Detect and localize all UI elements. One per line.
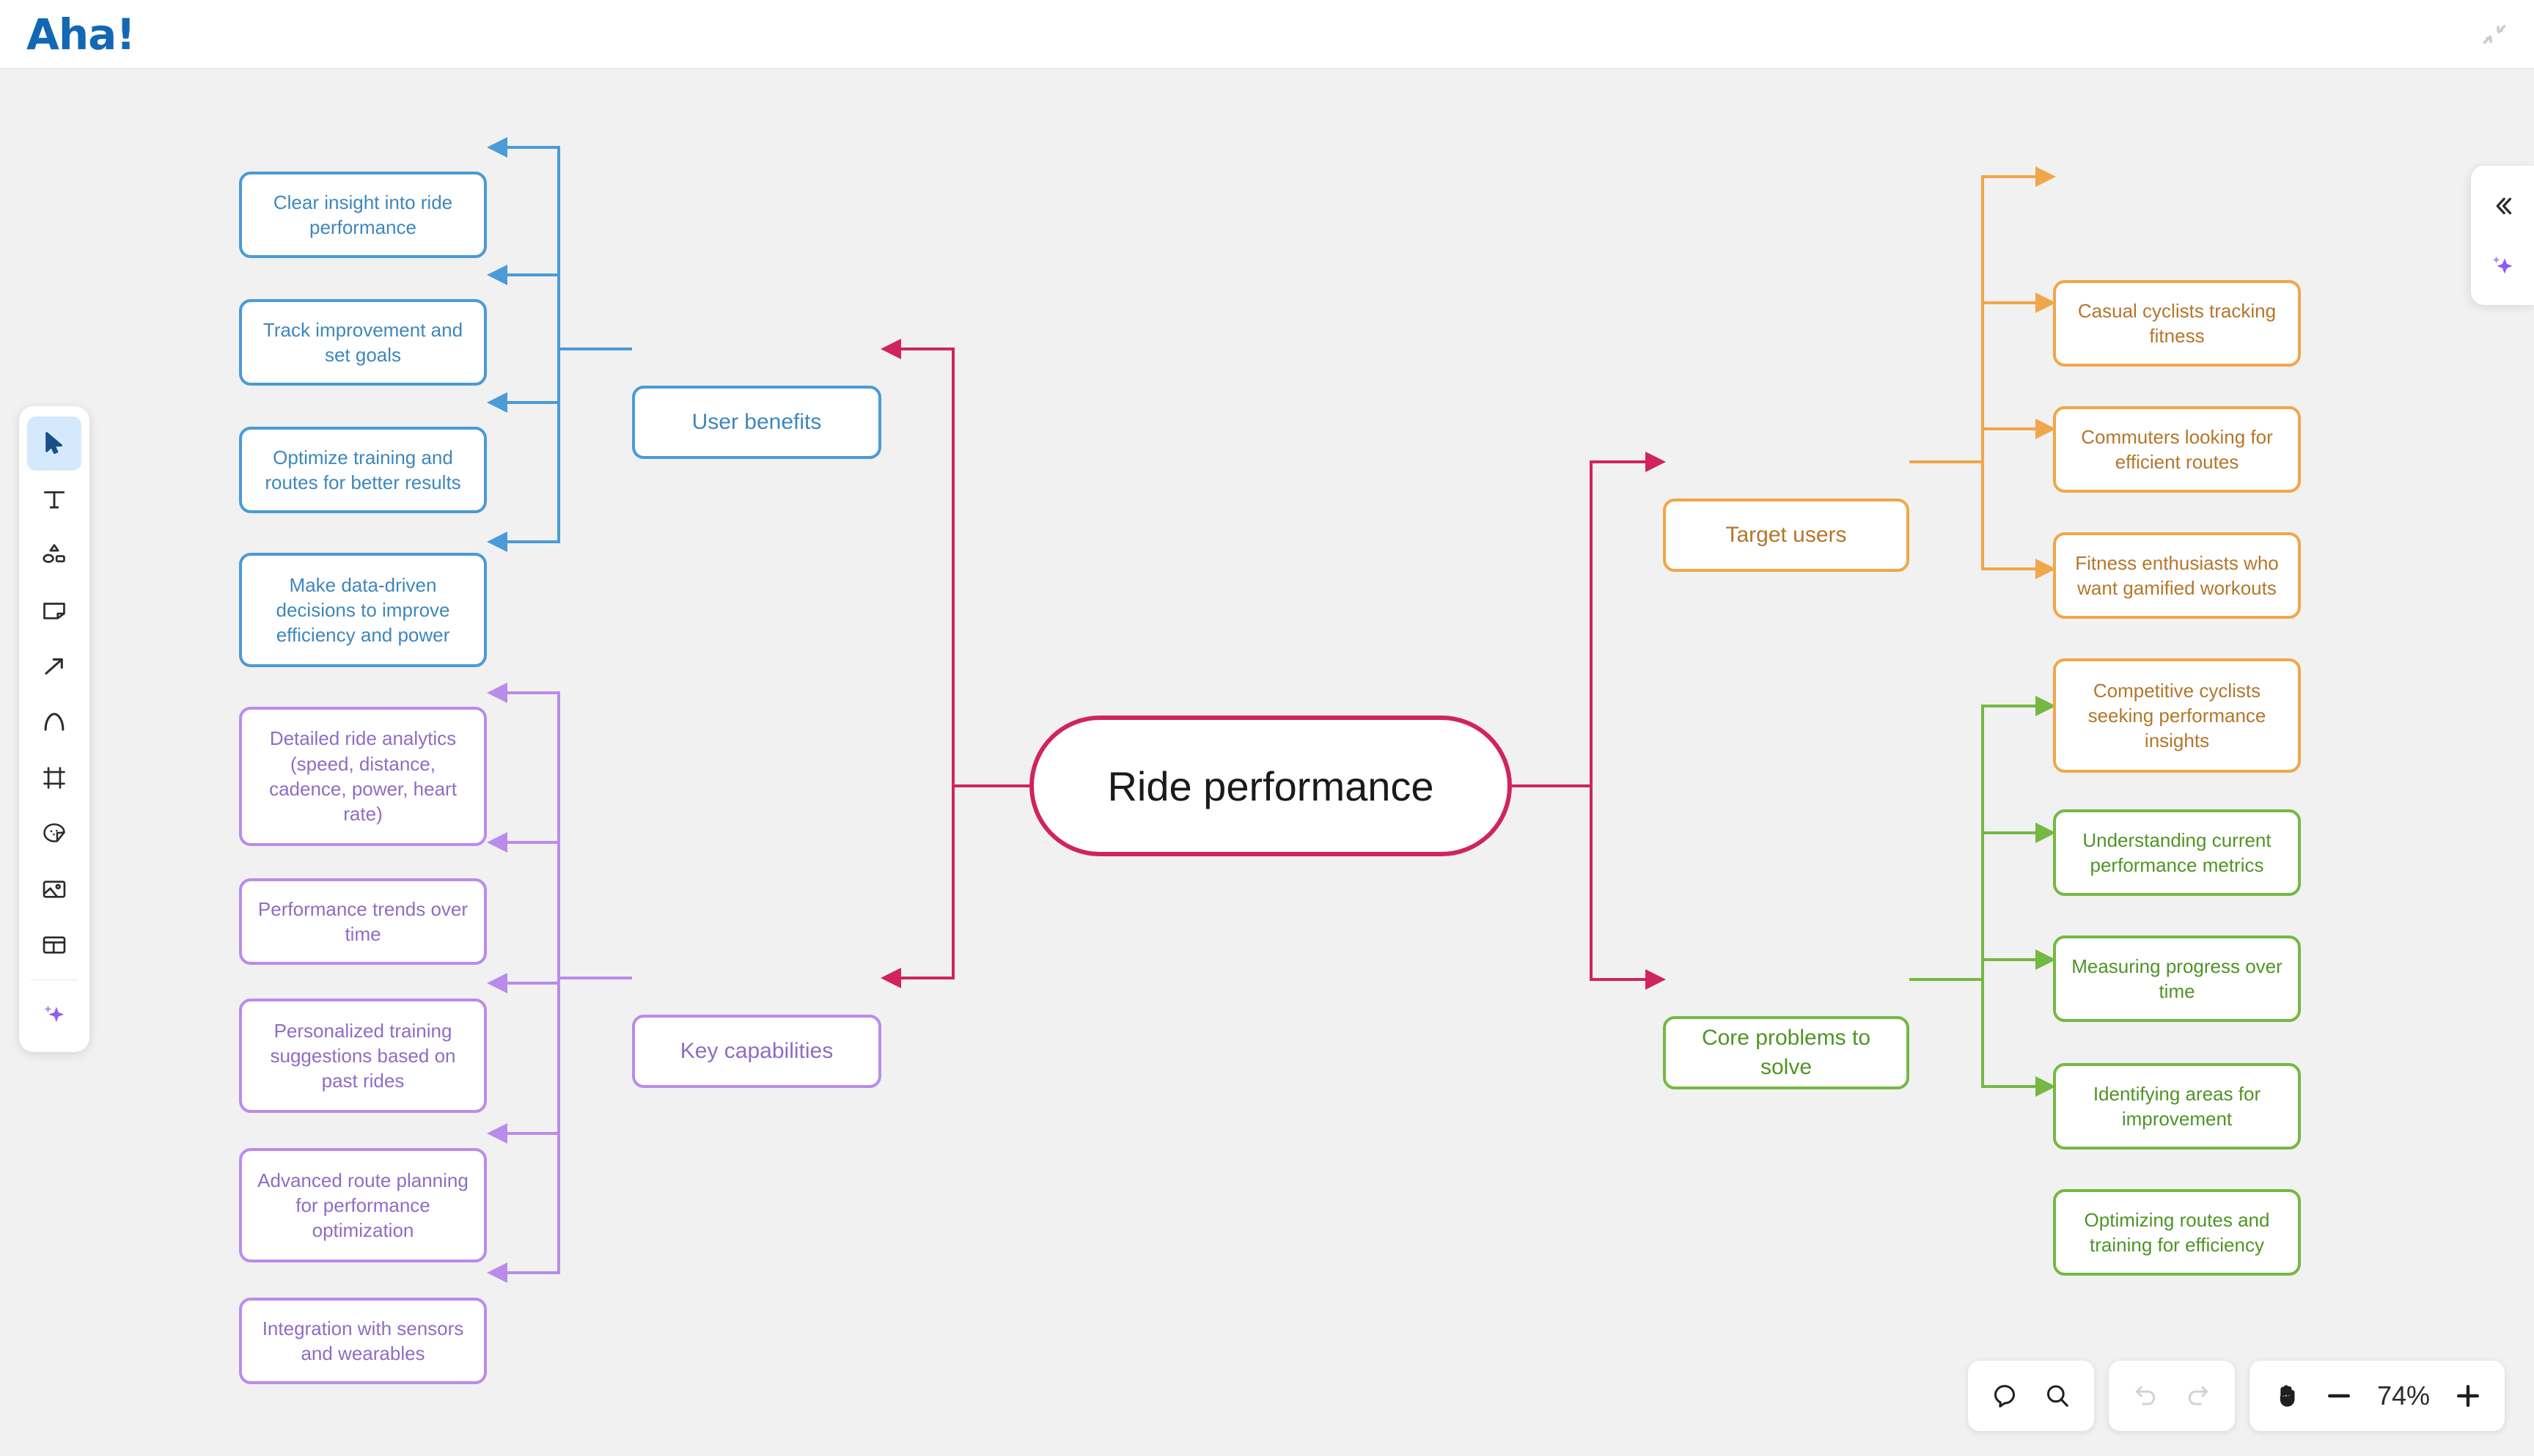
- tool-palette: [19, 406, 89, 1052]
- collapse-arrows-icon[interactable]: [2475, 15, 2513, 54]
- mindmap-leaf-user-benefit-2[interactable]: Track improvement and set goals: [239, 299, 487, 386]
- undo-redo-group: [2109, 1361, 2235, 1431]
- tool-divider: [31, 979, 78, 980]
- mindmap-leaf-target-user-1[interactable]: Casual cyclists tracking fitness: [2053, 280, 2301, 367]
- zoom-out-minus-icon[interactable]: [2313, 1369, 2365, 1422]
- mindmap-leaf-target-user-2[interactable]: Commuters looking for efficient routes: [2053, 406, 2301, 493]
- mindmap-leaf-core-problem-3[interactable]: Identifying areas for improvement: [2053, 1063, 2301, 1150]
- mindmap-branch-core-problems[interactable]: Core problems to solve: [1663, 1016, 1909, 1089]
- sticky-note-tool[interactable]: [27, 584, 81, 638]
- arrow-tool[interactable]: [27, 639, 81, 694]
- frame-tool[interactable]: [27, 751, 81, 805]
- mindmap-leaf-user-benefit-4[interactable]: Make data-driven decisions to improve ef…: [239, 553, 487, 667]
- mindmap-leaf-key-capability-2[interactable]: Performance trends over time: [239, 878, 487, 965]
- canvas-bottom-controls: 74%: [1968, 1361, 2505, 1431]
- app-header: Aha!: [0, 0, 2534, 69]
- text-tool[interactable]: [27, 472, 81, 526]
- mindmap-leaf-core-problem-1[interactable]: Understanding current performance metric…: [2053, 809, 2301, 896]
- emoji-sticker-tool[interactable]: [27, 806, 81, 861]
- mindmap-branch-key-capabilities[interactable]: Key capabilities: [632, 1015, 881, 1088]
- curve-pen-tool[interactable]: [27, 695, 81, 749]
- hand-pan-icon[interactable]: [2260, 1369, 2313, 1422]
- undo-arrow-icon[interactable]: [2119, 1369, 2172, 1422]
- select-tool[interactable]: [27, 416, 81, 471]
- ai-sparkle-tool[interactable]: [27, 988, 81, 1042]
- zoom-group: 74%: [2250, 1361, 2505, 1431]
- mindmap-leaf-key-capability-5[interactable]: Integration with sensors and wearables: [239, 1298, 487, 1384]
- zoom-in-plus-icon[interactable]: [2442, 1369, 2494, 1422]
- shapes-tool[interactable]: [27, 528, 81, 582]
- mindmap-leaf-core-problem-4[interactable]: Optimizing routes and training for effic…: [2053, 1189, 2301, 1276]
- mindmap-leaf-target-user-3[interactable]: Fitness enthusiasts who want gamified wo…: [2053, 532, 2301, 619]
- mindmap-branch-user-benefits[interactable]: User benefits: [632, 386, 881, 459]
- mindmap-leaf-target-user-4[interactable]: Competitive cyclists seeking performance…: [2053, 658, 2301, 773]
- ai-sparkle-icon[interactable]: [2480, 243, 2524, 287]
- mindmap-leaf-user-benefit-1[interactable]: Clear insight into ride performance: [239, 172, 487, 258]
- image-tool[interactable]: [27, 862, 81, 916]
- whiteboard-canvas[interactable]: Ride performance User benefits Clear ins…: [0, 69, 2534, 1456]
- layout-template-tool[interactable]: [27, 918, 81, 972]
- mindmap-leaf-key-capability-4[interactable]: Advanced route planning for performance …: [239, 1148, 487, 1262]
- mindmap-root-node[interactable]: Ride performance: [1029, 716, 1512, 856]
- connector-edges: [487, 137, 2056, 1283]
- mindmap-branch-target-users[interactable]: Target users: [1663, 499, 1909, 572]
- mindmap-leaf-user-benefit-3[interactable]: Optimize training and routes for better …: [239, 427, 487, 513]
- aha-logo: Aha!: [26, 9, 136, 59]
- mindmap-leaf-core-problem-2[interactable]: Measuring progress over time: [2053, 935, 2301, 1022]
- right-side-panel: [2471, 166, 2534, 305]
- redo-arrow-icon[interactable]: [2172, 1369, 2225, 1422]
- comment-search-group: [1968, 1361, 2094, 1431]
- mindmap-leaf-key-capability-1[interactable]: Detailed ride analytics (speed, distance…: [239, 707, 487, 846]
- comment-bubble-icon[interactable]: [1978, 1369, 2031, 1422]
- zoom-level-label: 74%: [2376, 1380, 2431, 1411]
- chevron-double-left-icon[interactable]: [2480, 184, 2524, 228]
- mindmap-leaf-key-capability-3[interactable]: Personalized training suggestions based …: [239, 999, 487, 1113]
- search-icon[interactable]: [2031, 1369, 2084, 1422]
